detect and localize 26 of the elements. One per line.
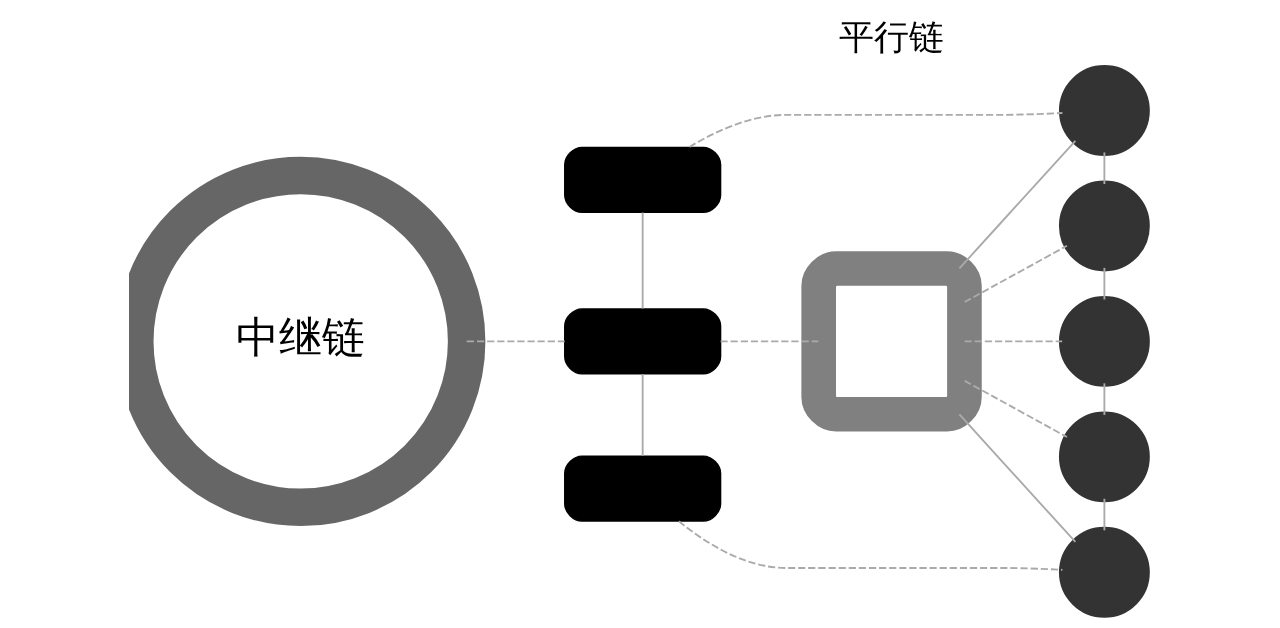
connector	[963, 379, 1068, 438]
connector	[1102, 151, 1105, 185]
connector	[963, 340, 1063, 343]
connector	[958, 413, 1076, 543]
node-box	[800, 251, 982, 432]
connector	[688, 112, 1063, 148]
node-circle	[1058, 65, 1150, 156]
connector	[677, 520, 1063, 571]
connector	[1102, 266, 1105, 301]
connector	[719, 340, 819, 343]
node-circle	[1058, 180, 1150, 272]
connector	[1102, 382, 1105, 416]
node-circle	[1058, 295, 1150, 387]
connector	[641, 211, 644, 310]
node-box	[563, 455, 721, 522]
node-circle: 中继链	[128, 156, 485, 527]
connector	[465, 340, 566, 343]
node-circle	[1058, 411, 1150, 503]
connector	[963, 244, 1068, 303]
node-box	[563, 308, 721, 375]
connector	[1102, 497, 1105, 532]
connector	[641, 373, 644, 457]
label: 平行链	[838, 16, 944, 57]
connector	[958, 139, 1076, 270]
node-circle	[1058, 526, 1150, 618]
node-box	[563, 146, 721, 213]
